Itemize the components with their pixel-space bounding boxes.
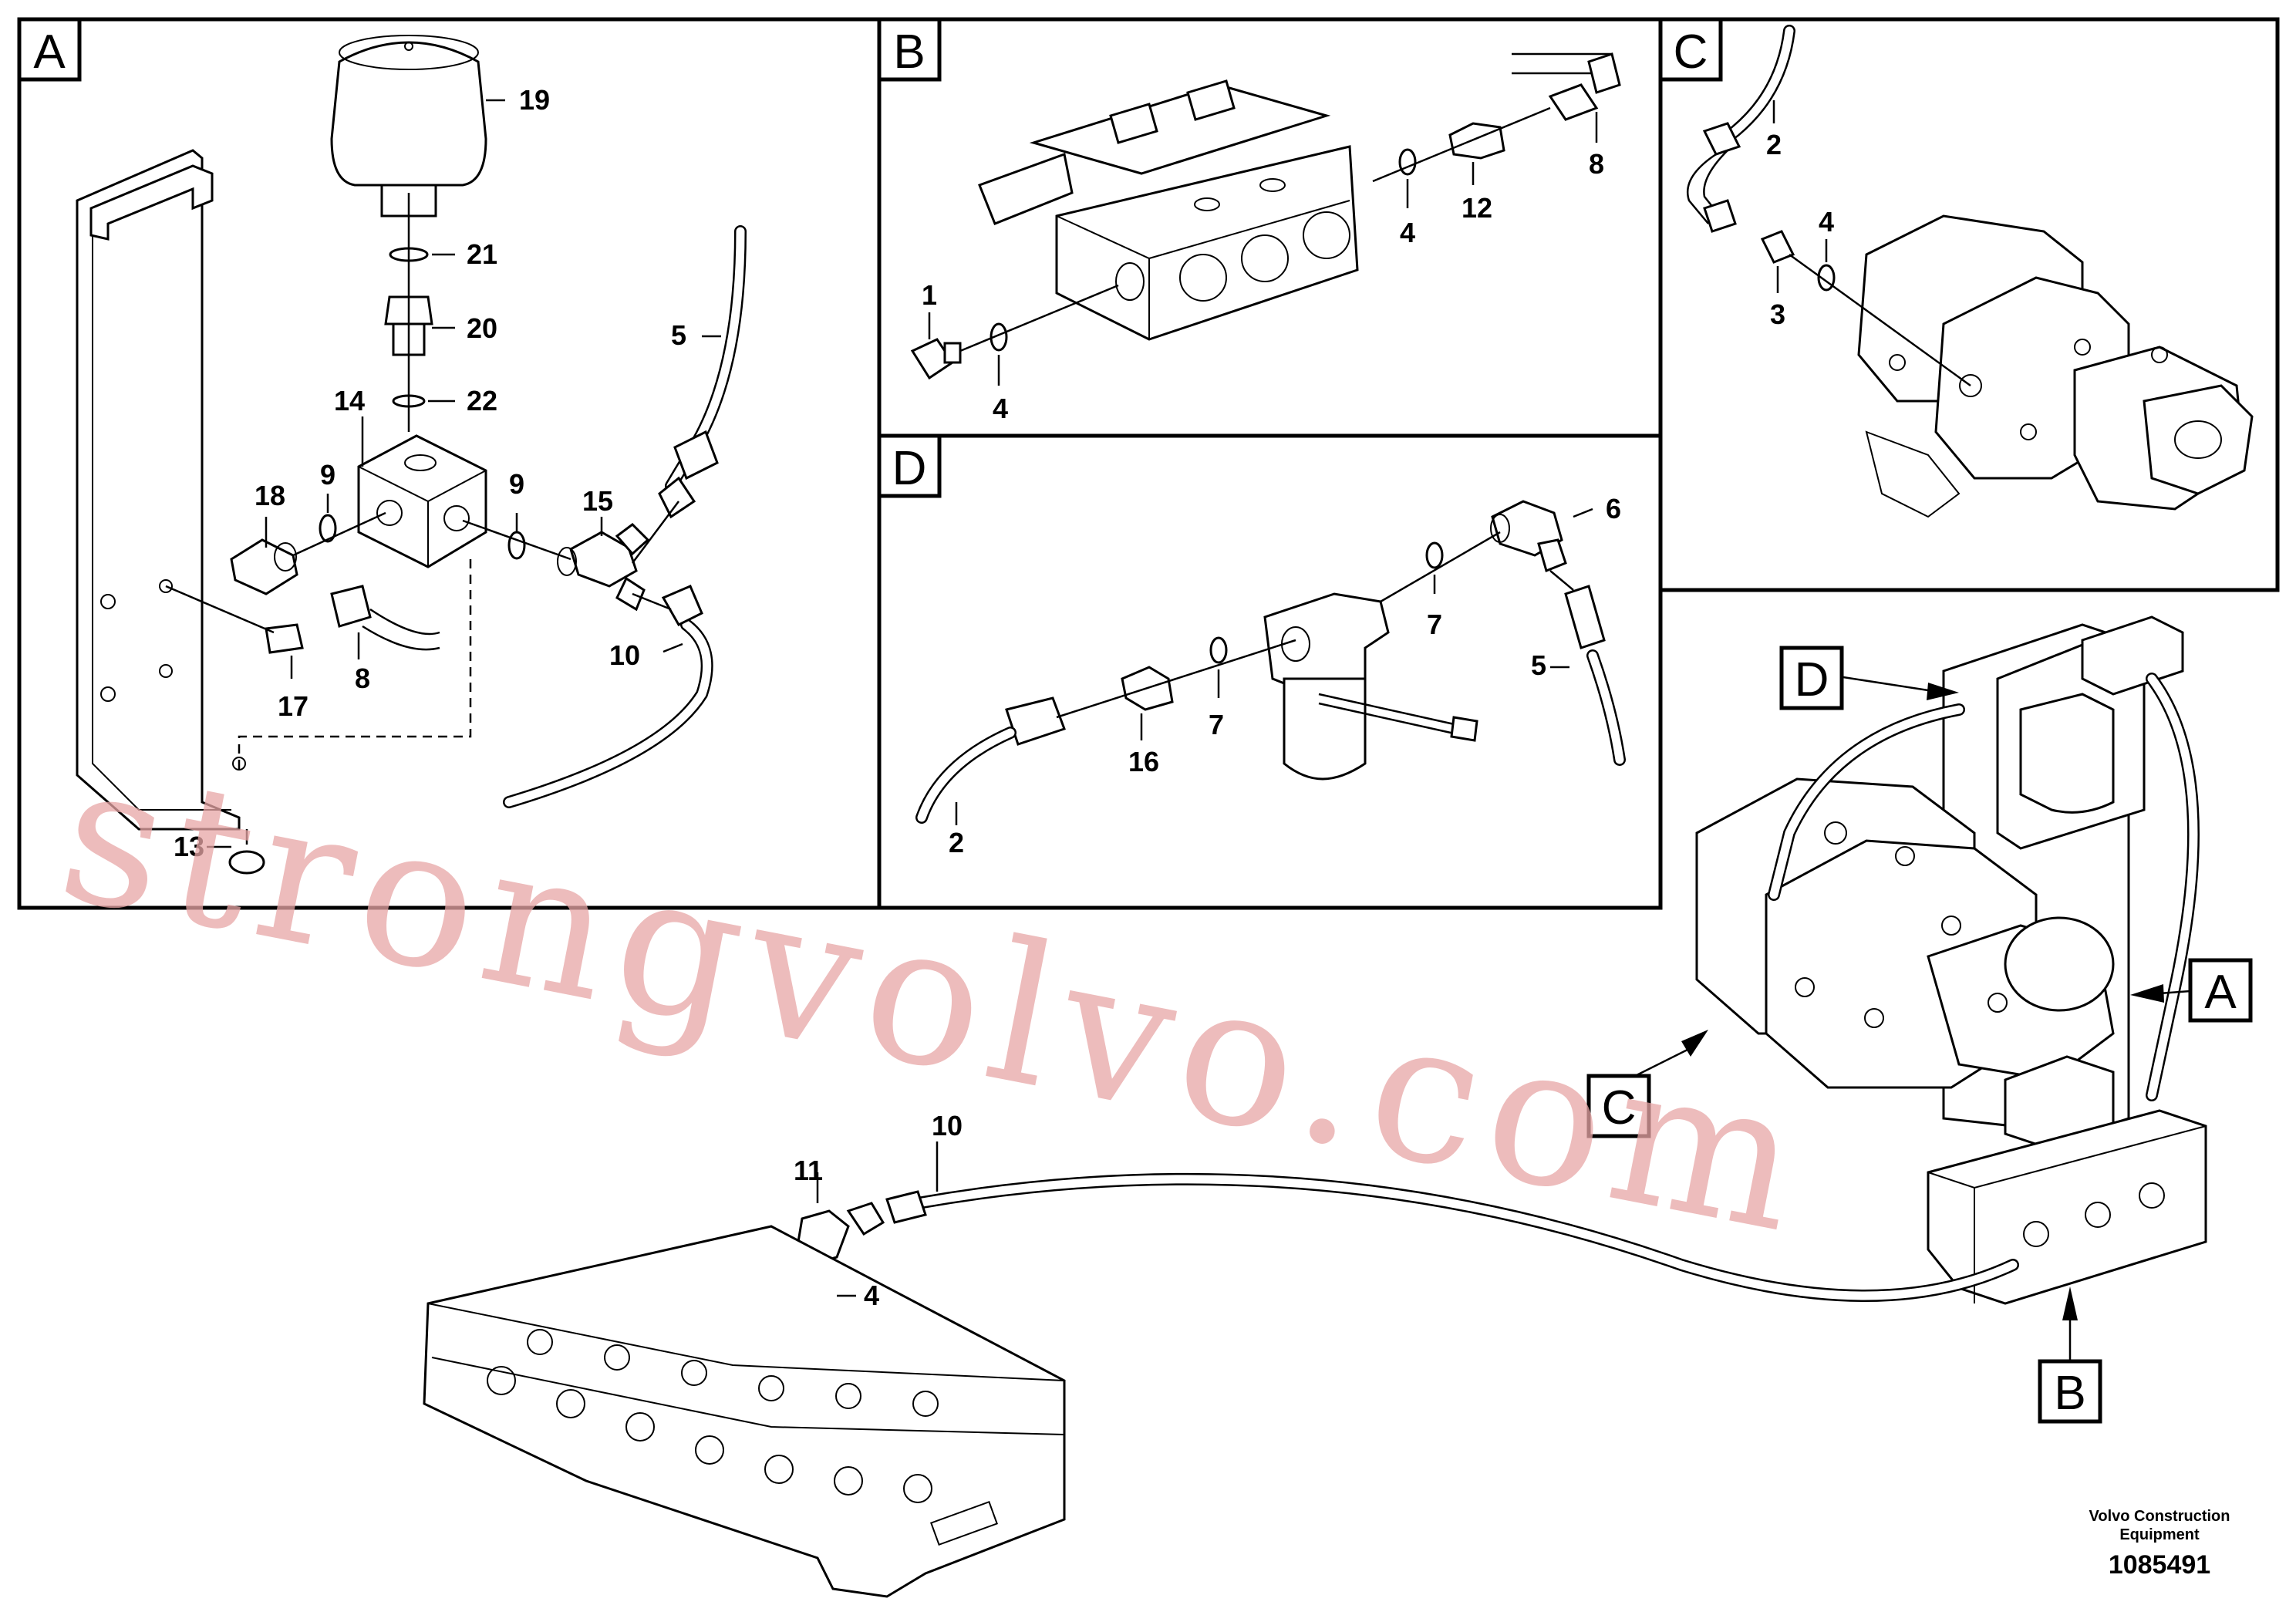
- watermark: strongvolvo.com: [46, 719, 1826, 1277]
- callout-a-18: 18: [255, 480, 285, 511]
- svg-text:B: B: [2054, 1367, 2085, 1420]
- overview-callout-10: 10: [932, 1110, 963, 1141]
- callout-a-21: 21: [467, 238, 497, 270]
- pointer-a: A: [2130, 958, 2253, 1023]
- svg-text:B: B: [893, 25, 925, 79]
- callout-b-1: 1: [922, 279, 937, 311]
- panel-c-drawing: [1687, 25, 2254, 518]
- callout-a-9-right: 9: [509, 468, 524, 500]
- callout-a-20: 20: [467, 312, 497, 344]
- callout-b-4-bottom: 4: [993, 393, 1008, 424]
- callout-a-19: 19: [519, 84, 550, 116]
- callout-b-8: 8: [1589, 148, 1604, 180]
- callout-a-22: 22: [467, 385, 497, 416]
- panel-a-drawing: [76, 35, 747, 875]
- callout-d-16: 16: [1128, 746, 1159, 777]
- pointer-d: D: [1779, 646, 1959, 710]
- callout-d-2: 2: [949, 827, 964, 858]
- svg-text:C: C: [1602, 1081, 1637, 1135]
- svg-text:A: A: [2204, 966, 2237, 1019]
- panel-d-label: D: [877, 433, 942, 498]
- pointer-c: C: [1586, 1030, 1708, 1138]
- callout-d-5: 5: [1531, 649, 1546, 681]
- callout-d-7-left: 7: [1209, 709, 1224, 740]
- callout-c-3: 3: [1770, 298, 1785, 330]
- panel-d-drawing: [915, 500, 1626, 825]
- panel-b-drawing: [910, 52, 1621, 386]
- credit-line-2: Equipment: [2119, 1526, 2200, 1543]
- svg-text:D: D: [1795, 653, 1829, 706]
- overview-assembly: [423, 615, 2207, 1598]
- callout-a-13: 13: [174, 831, 204, 862]
- callout-a-8: 8: [355, 663, 370, 694]
- callout-c-4: 4: [1819, 206, 1834, 238]
- panel-c-label: C: [1658, 17, 1723, 82]
- callout-a-5: 5: [671, 319, 686, 351]
- svg-text:A: A: [33, 25, 66, 79]
- overview-callout-11: 11: [794, 1155, 823, 1186]
- callout-b-4-top: 4: [1400, 217, 1415, 248]
- callout-a-10: 10: [609, 639, 640, 671]
- svg-text:C: C: [1674, 25, 1708, 79]
- callout-a-14: 14: [334, 385, 365, 416]
- overview-callout-4: 4: [864, 1280, 879, 1311]
- panel-d-frame: [877, 433, 1663, 910]
- callout-a-15: 15: [582, 485, 613, 517]
- callout-d-6: 6: [1606, 493, 1621, 524]
- document-number: 1085491: [2109, 1550, 2210, 1580]
- panel-a-label: A: [17, 17, 82, 82]
- callout-d-7-right: 7: [1427, 609, 1442, 640]
- callout-b-12: 12: [1462, 192, 1492, 224]
- panel-b-label: B: [877, 17, 942, 82]
- credit-line-1: Volvo Construction: [2089, 1508, 2230, 1525]
- svg-text:D: D: [892, 442, 927, 495]
- callout-a-17: 17: [278, 690, 308, 722]
- callout-a-9-left: 9: [320, 459, 335, 491]
- callout-c-2: 2: [1766, 129, 1782, 160]
- pointer-b: B: [2038, 1286, 2102, 1424]
- panel-c-frame: [1658, 17, 2280, 592]
